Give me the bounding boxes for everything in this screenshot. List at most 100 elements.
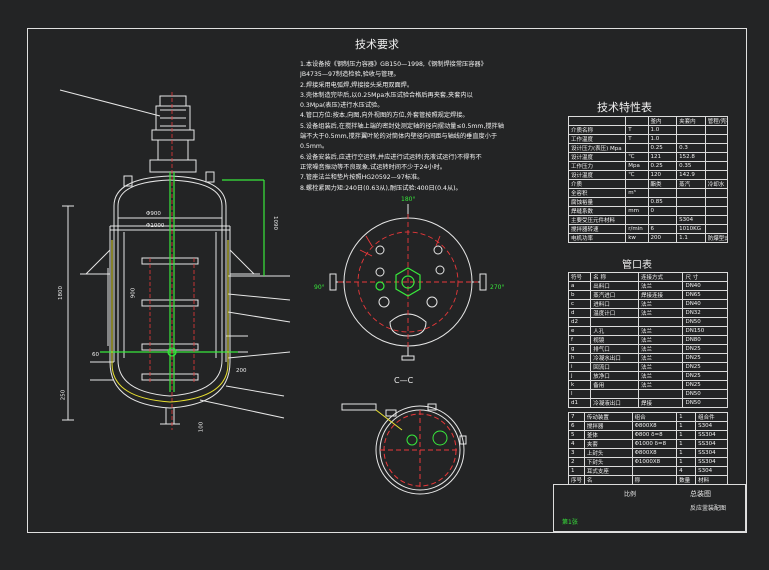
- table-cell: [704, 224, 729, 234]
- table-cell: 3: [568, 448, 585, 458]
- requirement-line: 正常噪音振动等不良现象,试运转时间不少于24小时。: [300, 163, 446, 171]
- header-cell: 符号: [567, 272, 592, 282]
- table-cell: DN50: [682, 389, 728, 399]
- table-cell: [625, 197, 649, 207]
- table-cell: 搅拌器: [583, 421, 633, 431]
- table-cell: 蒸汽: [676, 179, 706, 189]
- table-cell: 下封头: [583, 457, 633, 467]
- angle-top: 180°: [401, 196, 416, 203]
- table-cell: [631, 466, 678, 476]
- table-cell: 焊缝系数: [567, 206, 627, 216]
- table-cell: 121: [647, 152, 678, 162]
- table-cell: 全容积: [567, 188, 627, 198]
- table-cell: 1.0: [647, 134, 678, 144]
- table-cell: 法兰: [637, 299, 684, 309]
- table-cell: 介质名称: [567, 125, 627, 135]
- dim-total-height: 1800: [58, 286, 64, 300]
- table-cell: 200: [647, 233, 678, 243]
- table-header-row: 符号名 称连接方式尺 寸: [567, 272, 728, 282]
- table-cell: 主要受压元件材料: [567, 215, 627, 225]
- technical-requirements-list: 1.本设备按《钢制压力容器》GB150—1998,《钢制焊接常压容器》 JB473…: [300, 60, 545, 194]
- header-cell: 管程/壳程: [704, 116, 729, 126]
- dim-blade-span: 900: [130, 287, 137, 299]
- table-cell: e: [567, 326, 592, 336]
- requirement-line: 4.管口方位:按本,向图,向外视图的方位,外套管按照规定焊接。: [300, 112, 469, 120]
- table-cell: 1: [676, 448, 697, 458]
- table-cell: 耳式支座: [583, 466, 633, 476]
- table-cell: DN25: [682, 371, 728, 381]
- agitator-shaft: [100, 172, 265, 392]
- table-row: l DN50: [567, 389, 728, 399]
- table-cell: [625, 179, 649, 189]
- table-cell: SS304: [695, 430, 728, 440]
- table-cell: 5: [568, 430, 585, 440]
- table-cell: 釜体: [583, 430, 633, 440]
- table-cell: h: [567, 353, 592, 363]
- table-cell: Φ1000 δ=8: [631, 439, 678, 449]
- yellow-heating-coil: [111, 240, 229, 403]
- table-cell: m³: [625, 188, 649, 198]
- table-cell: [647, 188, 678, 198]
- table-cell: SS304: [695, 448, 728, 458]
- table-cell: 0.85: [647, 197, 678, 207]
- table-cell: DN40: [682, 299, 728, 309]
- table-cell: g: [567, 344, 592, 354]
- table-cell: ℃: [625, 170, 649, 180]
- table-cell: 备用: [590, 380, 639, 390]
- table-cell: 温度计口: [590, 308, 639, 318]
- table-cell: 1: [676, 412, 697, 422]
- table-cell: 放净口: [590, 371, 639, 381]
- table-cell: [704, 188, 729, 198]
- drawing-subtitle: 反应釜装配图: [690, 505, 727, 512]
- table-cell: 1.0: [647, 125, 678, 135]
- table-cell: 1: [676, 430, 697, 440]
- table-cell: 法兰: [637, 353, 684, 363]
- table-cell: [590, 317, 639, 327]
- table-cell: SS304: [695, 457, 728, 467]
- table-cell: [676, 134, 706, 144]
- section-cc-color: [375, 409, 460, 490]
- requirement-line: JB4735—97制造检验,验收与管理。: [300, 71, 400, 79]
- requirement-line: 3.壳体制造完毕后,以0.25Mpa水压试验合格后再夹套,夹套内以: [300, 91, 473, 99]
- dim-outlet: 100: [198, 421, 205, 433]
- top-view-red: [338, 214, 478, 350]
- table-cell: 0.3: [676, 143, 706, 153]
- requirement-line: 5.设备组装后,在搅拌轴上端的密封处测定轴的径向摆动量≤0.5mm,搅拌轴: [300, 122, 504, 130]
- table-cell: 1: [676, 439, 697, 449]
- table-cell: [704, 206, 729, 216]
- table-cell: 法兰: [637, 281, 684, 291]
- table-cell: DN50: [682, 317, 728, 327]
- table-cell: [704, 152, 729, 162]
- table-cell: 上封头: [583, 448, 633, 458]
- table-cell: l: [567, 389, 592, 399]
- table-cell: d1: [567, 398, 592, 408]
- top-view: [329, 204, 487, 361]
- table-cell: DN50: [682, 398, 728, 408]
- table-cell: j: [567, 371, 592, 381]
- requirement-line: 1.本设备按《钢制压力容器》GB150—1998,《钢制焊接常压容器》: [300, 61, 487, 68]
- table-cell: 0.25: [647, 143, 678, 153]
- table-cell: DN65: [682, 290, 728, 300]
- table-cell: 152.8: [676, 152, 706, 162]
- table-cell: Φ800X8: [631, 448, 678, 458]
- table-cell: DN25: [682, 353, 728, 363]
- red-centerlines: [149, 92, 195, 430]
- table-cell: [676, 125, 706, 135]
- requirement-line: 6.设备安装后,应进行空运转,并应进行试运转(充液试运行)不得有不: [300, 153, 482, 161]
